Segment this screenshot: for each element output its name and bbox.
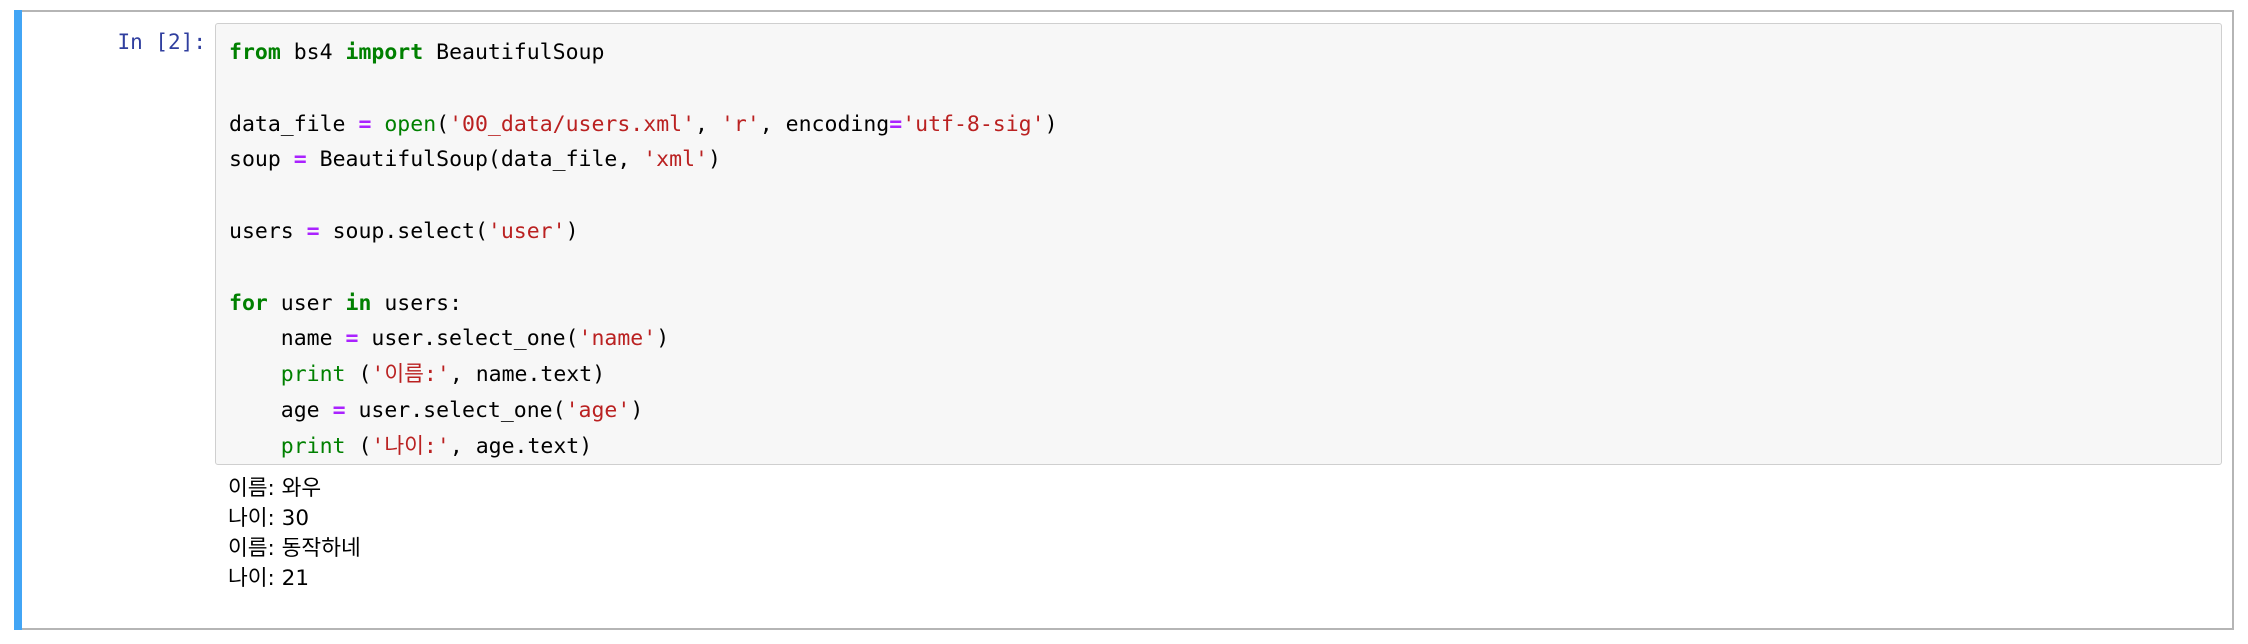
input-prompt-label: In [2]: (117, 30, 206, 54)
code-token: ) (630, 397, 644, 423)
code-token: BeautifulSoup (423, 40, 605, 65)
code-token: 'user' (487, 218, 566, 244)
code-token: print (280, 362, 346, 388)
code-token: user.select_one( (358, 326, 579, 352)
code-token: from (229, 40, 281, 65)
code-token: age (229, 397, 333, 423)
code-token: user (267, 290, 346, 316)
code-token: open (384, 111, 437, 137)
code-token: ) (707, 147, 721, 173)
cell-selected-indicator-bar (14, 10, 23, 630)
code-token: users (229, 218, 307, 244)
code-token: , age.text) (449, 433, 593, 459)
code-token: = (358, 111, 372, 137)
code-token: = (332, 397, 346, 423)
code-token: soup.select( (319, 218, 488, 244)
code-token: 'name' (578, 326, 657, 352)
code-token (229, 434, 281, 459)
code-token: in (345, 290, 372, 316)
code-token: ) (1044, 111, 1058, 137)
code-token: 'xml' (643, 147, 708, 173)
code-token: ( (345, 433, 372, 459)
code-token: '나이:' (371, 433, 450, 459)
code-token: 'utf-8-sig' (902, 111, 1045, 137)
code-token: , (695, 111, 721, 137)
code-source[interactable]: from bs4 import BeautifulSoup data_file … (229, 35, 2221, 464)
code-token: name (229, 326, 346, 352)
code-token: , encoding (759, 111, 890, 137)
code-token: for (229, 290, 268, 316)
code-token: = (293, 147, 307, 173)
code-token: '00_data/users.xml' (449, 111, 696, 137)
code-token: ( (345, 362, 372, 388)
code-token: data_file (229, 111, 359, 137)
code-token: bs4 (280, 40, 346, 65)
code-token: print (280, 433, 346, 459)
code-token: 'r' (720, 111, 760, 137)
code-token: soup (229, 147, 294, 173)
code-token: , name.text) (449, 362, 606, 388)
code-token: '이름:' (371, 362, 450, 388)
code-token: ) (656, 326, 670, 352)
code-token: = (306, 218, 320, 244)
code-token: 'age' (565, 397, 631, 423)
code-token: = (889, 111, 903, 137)
code-token: users: (371, 290, 463, 316)
code-token (229, 362, 281, 387)
code-input-area[interactable]: from bs4 import BeautifulSoup data_file … (215, 23, 2222, 465)
code-token: ( (436, 111, 450, 137)
code-token (371, 112, 384, 137)
code-token: BeautifulSoup(data_file, (306, 147, 644, 173)
cell-output-area: 이름: 와우 나이: 30 이름: 동작하네 나이: 21 (215, 474, 2222, 594)
code-token: import (345, 40, 424, 65)
stdout-output-text: 이름: 와우 나이: 30 이름: 동작하네 나이: 21 (228, 476, 361, 591)
code-token: ) (565, 218, 579, 244)
code-token: = (345, 326, 359, 352)
code-token: user.select_one( (345, 397, 566, 423)
notebook-cell[interactable]: In [2]: from bs4 import BeautifulSoup da… (14, 10, 2234, 630)
